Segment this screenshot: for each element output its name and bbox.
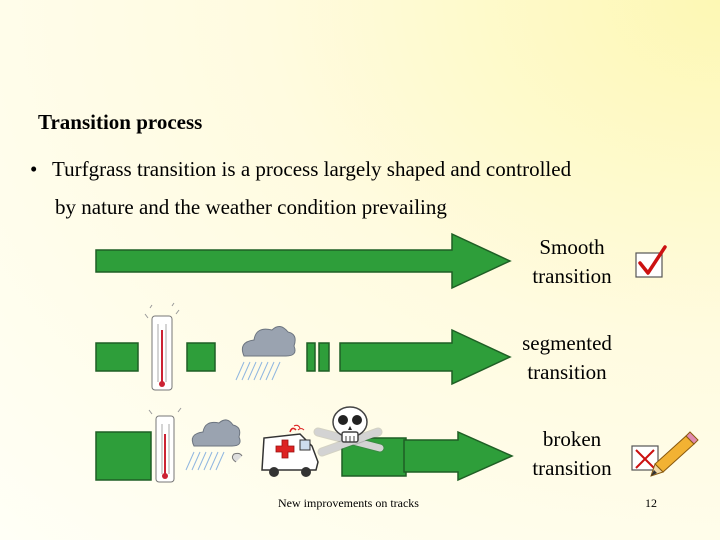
- rain-cloud-icon: [185, 419, 241, 471]
- segmented-transition-label: segmented transition: [507, 329, 627, 387]
- pencil-icon: [650, 431, 699, 477]
- broken-transition-label: broken transition: [512, 425, 632, 483]
- label-line: transition: [532, 264, 612, 288]
- thermometer-icon: [148, 407, 182, 483]
- label-line: transition: [532, 456, 612, 480]
- label-line: transition: [527, 360, 607, 384]
- smooth-transition-label: Smooth transition: [512, 233, 632, 291]
- slide-heading: Transition process: [38, 110, 203, 134]
- checkmark-icon: [635, 245, 667, 278]
- slide-footer: New improvements on tracks: [278, 496, 419, 510]
- broken-transition-arrow: [95, 430, 514, 482]
- label-line: Smooth: [539, 235, 605, 259]
- ambulance-icon: [231, 424, 319, 477]
- thermometer-icon: [144, 302, 180, 391]
- page-number: 12: [645, 496, 657, 510]
- label-line: segmented: [522, 331, 612, 355]
- cross-mark-icon: [631, 445, 659, 471]
- smooth-transition-arrow: [95, 232, 512, 290]
- segmented-transition-arrow: [95, 328, 512, 386]
- bullet-text-line2: by nature and the weather condition prev…: [55, 195, 447, 219]
- bullet-text-line1: Turfgrass transition is a process largel…: [52, 157, 572, 181]
- label-line: broken: [542, 427, 602, 451]
- bullet-symbol: •: [30, 157, 38, 181]
- rain-cloud-icon: [235, 326, 296, 381]
- skull-crossbones-icon: [313, 406, 385, 457]
